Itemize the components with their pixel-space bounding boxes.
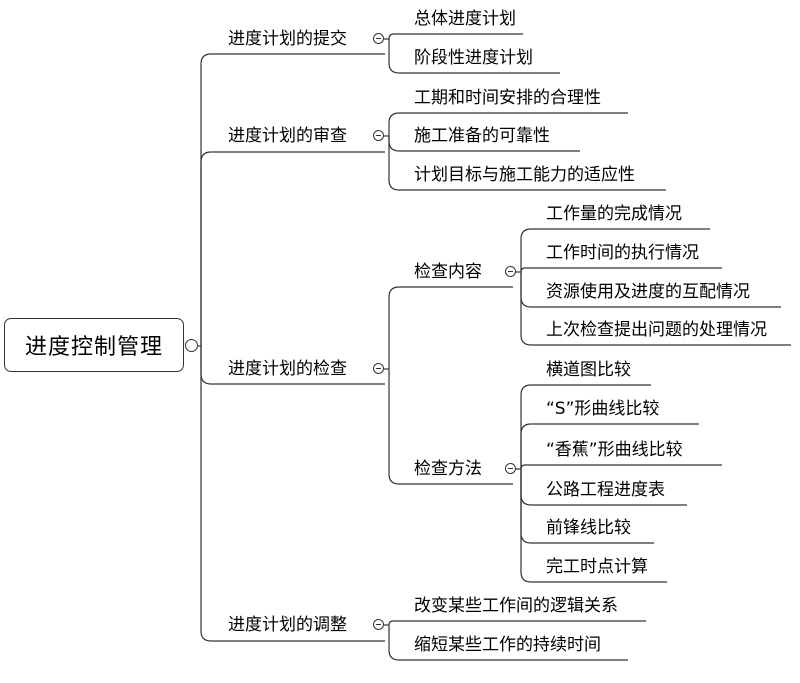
leaf-node[interactable]: 工作时间的执行情况 bbox=[546, 243, 699, 263]
leaf-node[interactable]: 横道图比较 bbox=[546, 360, 631, 380]
sub-branch-method[interactable]: 检查方法 bbox=[414, 459, 482, 479]
connector-line bbox=[388, 286, 513, 369]
leaf-node[interactable]: 工期和时间安排的合理性 bbox=[414, 88, 601, 108]
leaf-node[interactable]: “香蕉”形曲线比较 bbox=[546, 440, 683, 460]
connector-line bbox=[200, 151, 385, 346]
leaf-node[interactable]: 计划目标与施工能力的适应性 bbox=[414, 165, 635, 185]
connector-line bbox=[388, 33, 523, 40]
connector-line bbox=[520, 464, 722, 470]
branch-inspection[interactable]: 进度计划的检查 bbox=[228, 359, 347, 379]
leaf-node[interactable]: 改变某些工作间的逻辑关系 bbox=[414, 596, 618, 616]
connector-line bbox=[200, 53, 385, 346]
collapse-icon[interactable] bbox=[373, 619, 384, 630]
connector-line bbox=[388, 620, 646, 626]
leaf-node[interactable]: 上次检查提出问题的处理情况 bbox=[546, 320, 767, 340]
branch-adjustment[interactable]: 进度计划的调整 bbox=[228, 615, 347, 635]
branch-submission[interactable]: 进度计划的提交 bbox=[228, 29, 347, 49]
leaf-node[interactable]: 施工准备的可靠性 bbox=[414, 126, 550, 146]
root-collapse-icon[interactable] bbox=[185, 339, 198, 352]
leaf-node[interactable]: 公路工程进度表 bbox=[546, 480, 665, 500]
leaf-node[interactable]: 总体进度计划 bbox=[414, 9, 516, 29]
collapse-icon[interactable] bbox=[373, 130, 384, 141]
sub-branch-content[interactable]: 检查内容 bbox=[414, 262, 482, 282]
root-node[interactable]: 进度控制管理 bbox=[4, 318, 184, 372]
leaf-node[interactable]: “S”形曲线比较 bbox=[546, 399, 660, 419]
leaf-node[interactable]: 缩短某些工作的持续时间 bbox=[414, 635, 601, 655]
collapse-icon[interactable] bbox=[505, 266, 516, 277]
collapse-icon[interactable] bbox=[373, 363, 384, 374]
connector-line bbox=[200, 346, 385, 642]
root-label: 进度控制管理 bbox=[24, 335, 163, 360]
leaf-node[interactable]: 前锋线比较 bbox=[546, 518, 631, 538]
collapse-icon[interactable] bbox=[505, 463, 516, 474]
branch-review[interactable]: 进度计划的审查 bbox=[228, 126, 347, 146]
leaf-node[interactable]: 阶段性进度计划 bbox=[414, 48, 533, 68]
connector-line bbox=[520, 267, 722, 273]
leaf-node[interactable]: 资源使用及进度的互配情况 bbox=[546, 282, 750, 302]
collapse-icon[interactable] bbox=[373, 33, 384, 44]
leaf-node[interactable]: 工作量的完成情况 bbox=[546, 204, 682, 224]
leaf-node[interactable]: 完工时点计算 bbox=[546, 557, 648, 577]
